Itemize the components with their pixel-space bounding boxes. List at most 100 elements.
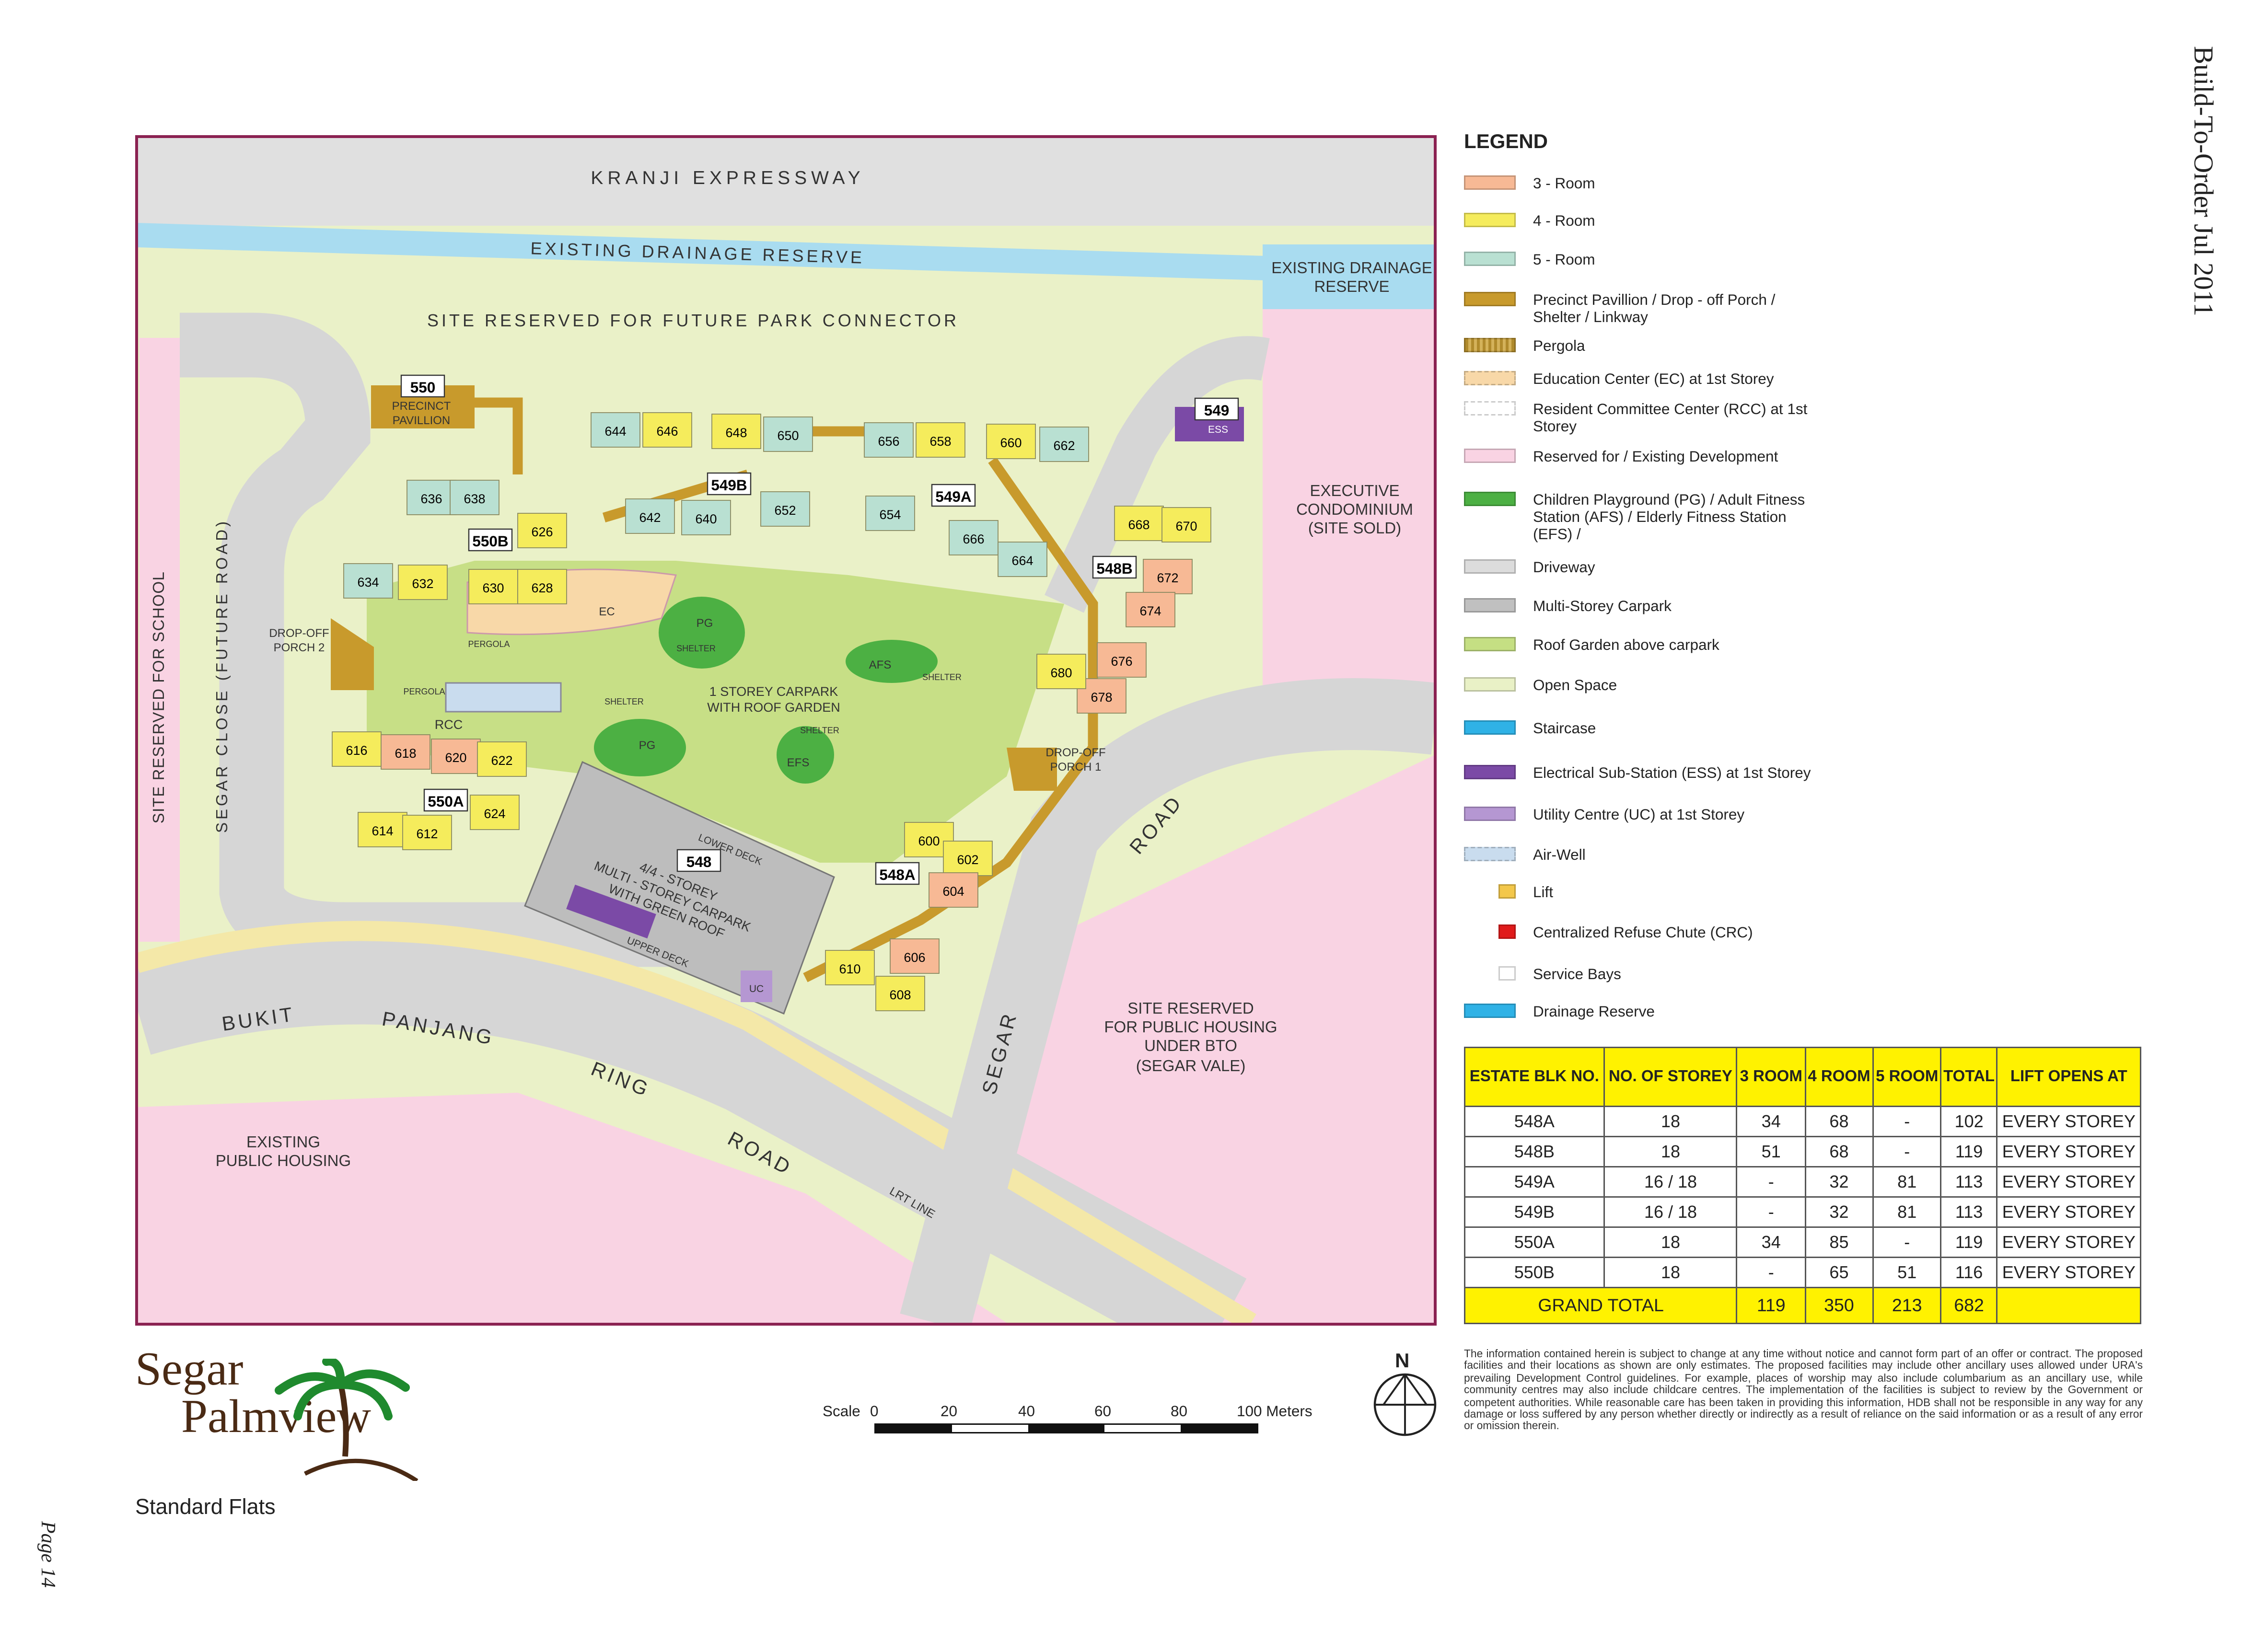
- block-626: [517, 513, 567, 548]
- legend-item: Pergola: [1464, 338, 1585, 355]
- playground-2: [594, 719, 686, 776]
- table-cell: 113: [1940, 1166, 1998, 1198]
- block-number: 628: [531, 581, 553, 595]
- segar-road: [900, 678, 1434, 1323]
- bukit-panjang-ring-road: [137, 924, 1247, 1323]
- table-cell: 550A: [1464, 1226, 1605, 1258]
- block-tag-box: [468, 528, 513, 552]
- total-cell: [1996, 1287, 2141, 1324]
- block-number: 672: [1157, 571, 1178, 585]
- legend-item: Education Center (EC) at 1st Storey: [1464, 371, 1774, 388]
- table-cell: EVERY STOREY: [1996, 1226, 2141, 1258]
- legend-swatch: [1464, 252, 1516, 266]
- legend-item: Driveway: [1464, 559, 1595, 577]
- block-number: 668: [1128, 518, 1150, 532]
- legend-item: Children Playground (PG) / Adult Fitness…: [1464, 492, 1821, 543]
- table-cell: 51: [1736, 1136, 1806, 1167]
- table-cell: 51: [1872, 1257, 1942, 1288]
- table-cell: EVERY STOREY: [1996, 1106, 2141, 1137]
- legend-label: Pergola: [1533, 338, 1585, 355]
- palm-tree-icon: [275, 1359, 418, 1481]
- ec-site: [1263, 309, 1434, 690]
- roof-garden: [367, 561, 1064, 863]
- ec-short-label: EC: [599, 605, 615, 618]
- block-number: 656: [878, 434, 899, 449]
- block-tag-box: [423, 788, 468, 812]
- block-644: [591, 412, 640, 448]
- legend-item: Electrical Sub-Station (ESS) at 1st Stor…: [1464, 765, 1811, 782]
- total-cell: 682: [1940, 1287, 1998, 1324]
- block-number: 654: [879, 508, 901, 522]
- legend-swatch: [1464, 175, 1516, 190]
- logo-text-1: Segar: [135, 1344, 244, 1396]
- legend-label: Roof Garden above carpark: [1533, 637, 1719, 654]
- legend-label: Precinct Pavillion / Drop - off Porch / …: [1533, 292, 1776, 326]
- legend-item: Drainage Reserve: [1464, 1004, 1655, 1021]
- block-tag-550: 550: [410, 379, 436, 396]
- block-602: [943, 841, 993, 876]
- legend-item: Service Bays: [1464, 966, 1621, 983]
- legend-swatch: [1464, 292, 1516, 306]
- block-number: 680: [1050, 666, 1072, 680]
- segar-close-road: [180, 312, 690, 967]
- table-cell: 32: [1804, 1166, 1874, 1198]
- total-cell: GRAND TOTAL: [1463, 1287, 1738, 1324]
- legend-label: Centralized Refuse Chute (CRC): [1533, 924, 1753, 942]
- legend-swatch: [1464, 598, 1516, 612]
- scale-tick: 60: [1094, 1403, 1112, 1421]
- legend-item: Resident Committee Center (RCC) at 1st S…: [1464, 401, 1821, 436]
- ec-label-1: EXECUTIVE: [1310, 482, 1399, 499]
- playground-1: [659, 597, 745, 669]
- segar-close-label: SEGAR CLOSE (FUTURE ROAD): [213, 519, 231, 833]
- block-tag-549A: 549A: [935, 488, 971, 505]
- block-number: 664: [1011, 554, 1033, 568]
- afs-label: AFS: [869, 658, 892, 671]
- table-cell: 550B: [1464, 1257, 1605, 1288]
- legend-swatch: [1464, 807, 1516, 821]
- table-cell: 18: [1603, 1257, 1738, 1288]
- block-number: 646: [656, 424, 678, 439]
- table-cell: -: [1736, 1166, 1806, 1198]
- table-cell: 548B: [1464, 1136, 1605, 1167]
- uc-label: UC: [749, 983, 764, 994]
- table-cell: 81: [1872, 1196, 1942, 1228]
- block-number: 658: [929, 434, 951, 449]
- block-636: [406, 480, 456, 515]
- multi-storey-carpark: [524, 761, 835, 1015]
- legend-swatch: [1464, 492, 1516, 506]
- block-number: 676: [1111, 654, 1132, 669]
- block-608: [875, 976, 925, 1011]
- dropoff1-label-1: DROP-OFF: [1045, 746, 1105, 759]
- legend-swatch: [1464, 847, 1516, 861]
- table-cell: 119: [1940, 1136, 1998, 1167]
- block-660: [986, 424, 1036, 459]
- block-624: [470, 795, 520, 830]
- disclaimer: The information contained herein is subj…: [1464, 1347, 2143, 1433]
- block-number: 660: [1000, 436, 1022, 450]
- block-652: [760, 491, 810, 527]
- legend-swatch: [1464, 213, 1516, 227]
- block-number: 642: [639, 510, 661, 525]
- afs: [846, 640, 938, 683]
- water-feature: [445, 682, 562, 713]
- scale-label: Scale: [823, 1403, 860, 1421]
- bto-site: [1007, 755, 1434, 1323]
- table-cell: 18: [1603, 1106, 1738, 1137]
- legend-label: Drainage Reserve: [1533, 1004, 1655, 1021]
- block-tag-box: [707, 472, 752, 496]
- table-header: 5 ROOM: [1872, 1047, 1942, 1107]
- carpark-label-2: WITH ROOF GARDEN: [707, 700, 840, 715]
- kranji-expressway: [137, 137, 1434, 226]
- legend-item: 5 - Room: [1464, 252, 1595, 269]
- legend-label: Multi-Storey Carpark: [1533, 598, 1672, 615]
- ess-label: ESS: [1208, 424, 1228, 435]
- block-tag-550A: 550A: [428, 793, 464, 810]
- block-tag-549: 549: [1204, 402, 1230, 419]
- scale-tick: 20: [941, 1403, 958, 1421]
- block-number: 614: [372, 824, 393, 838]
- legend-swatch: [1464, 559, 1516, 574]
- block-number: 678: [1091, 690, 1112, 705]
